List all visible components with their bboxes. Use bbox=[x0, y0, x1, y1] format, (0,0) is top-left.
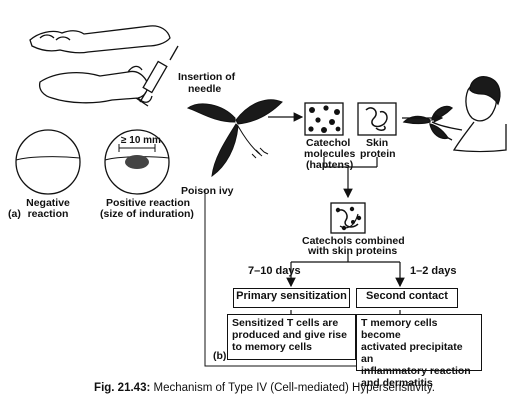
primary-sensitization-body: Sensitized T cells are produced and give… bbox=[227, 314, 356, 360]
combined-label-line1: Catechols combined bbox=[302, 235, 405, 247]
negative-reaction-circle bbox=[15, 129, 81, 195]
panel-a-label: (a) bbox=[8, 208, 21, 220]
primary-body-line2: produced and give rise bbox=[232, 329, 347, 341]
positive-label-line2: (size of induration) bbox=[100, 208, 194, 220]
primary-body-line1: Sensitized T cells are bbox=[232, 317, 339, 329]
syringe-icon bbox=[135, 45, 179, 107]
figure-caption: Fig. 21.43: Mechanism of Type IV (Cell-m… bbox=[0, 382, 529, 394]
second-body-line2: activated precipitate an bbox=[361, 341, 463, 365]
skin-label-line1: Skin bbox=[366, 137, 389, 149]
negative-label-line1: Negative bbox=[26, 197, 70, 209]
primary-sensitization-title: Primary sensitization bbox=[236, 290, 347, 302]
second-contact-title: Second contact bbox=[366, 290, 448, 302]
primary-body-line3: to memory cells bbox=[232, 341, 312, 353]
flow-arrows bbox=[268, 112, 444, 316]
second-body-line4: and dermatitis bbox=[361, 377, 433, 389]
combined-protein-box bbox=[330, 202, 366, 234]
panel-b-label: (b) bbox=[213, 350, 227, 362]
person-handling-plant-illustration bbox=[402, 76, 507, 153]
catechol-label-line2: molecules bbox=[304, 148, 356, 160]
second-contact-header: Second contact bbox=[356, 288, 458, 308]
second-body-line3: inflammatory reaction bbox=[361, 365, 471, 377]
forearm-illustration bbox=[29, 25, 171, 54]
skin-protein-box bbox=[357, 102, 397, 136]
figure-number: Fig. 21.43: bbox=[94, 382, 151, 394]
positive-reaction-circle bbox=[104, 129, 170, 195]
figure-caption-text: Mechanism of Type IV (Cell-mediated) Hyp… bbox=[153, 382, 435, 394]
catechol-label-line3: (haptens) bbox=[306, 159, 354, 171]
poison-ivy-illustration bbox=[186, 99, 283, 178]
duration-1-2-days: 1–2 days bbox=[410, 265, 457, 277]
second-body-line1: T memory cells become bbox=[361, 317, 438, 341]
duration-7-10-days: 7–10 days bbox=[248, 265, 301, 277]
injecting-hand-illustration bbox=[38, 65, 153, 104]
skin-label-line2: protein bbox=[360, 148, 396, 160]
insertion-label: Insertion of bbox=[178, 71, 236, 83]
combined-label-line2: with skin proteins bbox=[308, 245, 398, 257]
primary-sensitization-header: Primary sensitization bbox=[233, 288, 350, 308]
poison-ivy-label: Poison ivy bbox=[181, 185, 234, 197]
catechol-label-line1: Catechol bbox=[306, 137, 351, 149]
catechol-molecules-box bbox=[304, 102, 344, 136]
second-contact-body: T memory cells become activated precipit… bbox=[356, 314, 482, 389]
positive-label-line1: Positive reaction bbox=[106, 197, 191, 209]
ten-mm-label: ≥ 10 mm bbox=[121, 135, 161, 146]
needle-label: needle bbox=[188, 83, 222, 95]
negative-label-line2: reaction bbox=[27, 208, 69, 220]
